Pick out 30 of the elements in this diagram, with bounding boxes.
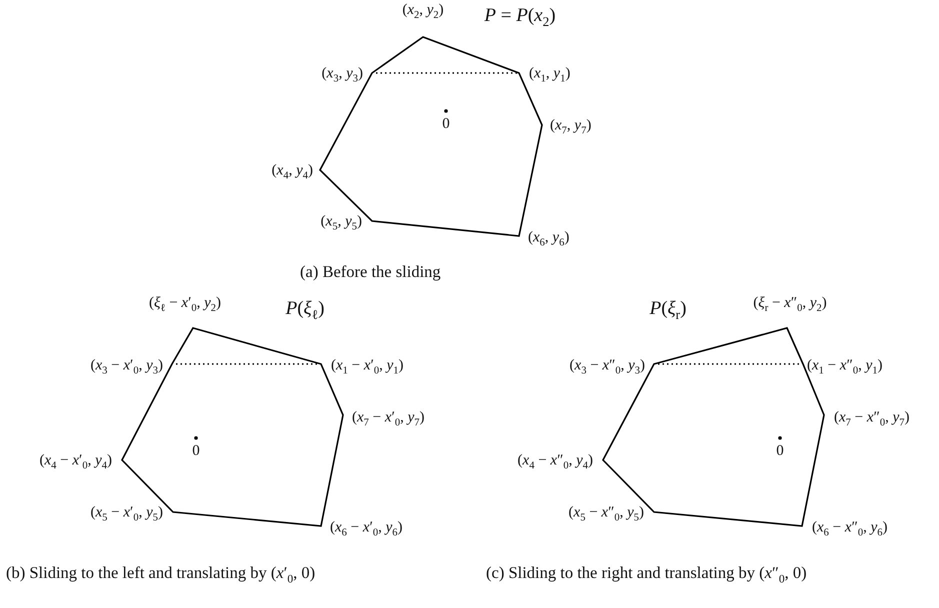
vertex-label: (x$_{1}$ − x′$_{0}$, y$_{1}$) [331, 358, 404, 374]
subfigure-caption: (c) Sliding to the right and translating by (x″$_{0}$, 0) [486, 563, 808, 584]
vertex-label: (x$_{5}$ − x′$_{0}$, y$_{5}$) [90, 506, 163, 520]
polygon-label: P = P(x$_{2}$) [484, 6, 556, 25]
vertex-label: (x$_{3}$ − x″$_{0}$, y$_{3}$) [570, 358, 645, 374]
polygon-label: P(ξ$_{r}$) [650, 299, 686, 318]
subfigure-caption: (b) Sliding to the left and translating by (x′$_{0}$, 0) [6, 563, 316, 584]
vertex-label: (x$_{2}$, y$_{2}$) [402, 3, 444, 18]
subfigure-caption: (a) Before the sliding [300, 262, 442, 283]
vertex-label: (x$_{1}$, y$_{1}$) [529, 66, 570, 82]
vertex-label: (x$_{5}$ − x″$_{0}$, y$_{5}$) [568, 506, 644, 520]
vertex-label: (ξ$_{ℓ}$ − x′$_{0}$, y$_{2}$) [148, 296, 222, 311]
vertex-label: (x$_{3}$, y$_{3}$) [322, 66, 363, 82]
vertex-label: (x$_{4}$, y$_{4}$) [272, 164, 313, 178]
vertex-label: (x$_{6}$ − x′$_{0}$, y$_{6}$) [330, 520, 403, 536]
vertex-label: (x$_{4}$ − x′$_{0}$, y$_{4}$) [39, 454, 112, 468]
vertex-label: (x$_{4}$ − x″$_{0}$, y$_{4}$) [518, 454, 593, 468]
origin-label: 0 [442, 117, 450, 132]
vertex-label: (x$_{1}$ − x″$_{0}$, y$_{1}$) [807, 358, 882, 374]
vertex-label: (ξ$_{r}$ − x″$_{0}$, y$_{2}$) [753, 296, 827, 311]
vertex-label: (x$_{3}$ − x′$_{0}$, y$_{3}$) [90, 358, 163, 374]
vertex-label: (x$_{5}$, y$_{5}$) [320, 214, 362, 230]
origin-label: 0 [192, 444, 200, 459]
vertex-label: (x$_{7}$ − x′$_{0}$, y$_{7}$) [352, 410, 425, 426]
origin-label: 0 [776, 444, 784, 459]
polygon-label: P(ξ$_{ℓ}$) [286, 299, 324, 318]
vertex-label: (x$_{6}$, y$_{6}$) [528, 230, 570, 246]
vertex-label: (x$_{7}$, y$_{7}$) [550, 118, 592, 134]
vertex-label: (x$_{7}$ − x″$_{0}$, y$_{7}$) [834, 410, 910, 426]
vertex-label: (x$_{6}$ − x″$_{0}$, y$_{6}$) [812, 520, 888, 536]
